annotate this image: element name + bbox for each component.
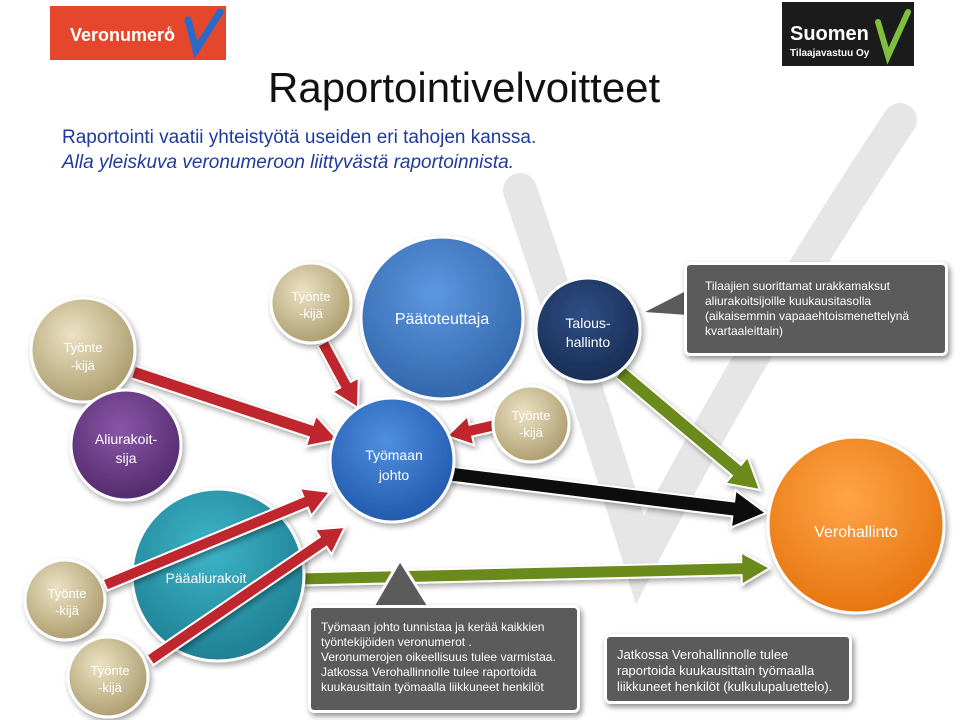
worker-node-top-label-2: -kijä	[299, 306, 324, 321]
logo-left-text: Veronumero	[70, 25, 175, 45]
site-callout-line: Työmaan johto tunnistaa ja kerää kaikkie…	[321, 620, 545, 634]
worker-node-top-label-1: Työnte	[291, 289, 330, 304]
finance-callout-line: aliurakoitsijoille kuukausitasolla	[705, 294, 872, 308]
site-callout-line: Jatkossa Verohallinnolle tulee raportoid…	[321, 665, 537, 679]
worker-node-left-top-label-2: -kijä	[71, 358, 96, 373]
site-callout-line: työntekijöiden veronumerot .	[321, 635, 472, 649]
logo-right-line1: Suomen	[790, 23, 869, 45]
site-callout: Työmaan johto tunnistaa ja kerää kaikkie…	[308, 605, 580, 713]
arrow-site-to-tax	[447, 465, 769, 530]
finance-callout-line: Tilaajien suorittamat urakkamaksut	[705, 279, 890, 293]
tax-callout-line: liikkuneet henkilöt (kulkulupaluettelo).	[617, 679, 833, 694]
check-icon	[184, 8, 224, 59]
site-management-node-label-2: johto	[378, 467, 410, 483]
tax-callout-line: Jatkossa Verohallinnolle tulee	[617, 647, 789, 662]
arrow-worker-top-to-site	[316, 338, 360, 410]
subcontractor-node	[69, 388, 183, 502]
worker-node-mid	[491, 384, 571, 464]
site-management-node-label-1: Työmaan	[365, 447, 423, 463]
site-management-node	[328, 396, 456, 524]
worker-node-left-top	[29, 296, 137, 404]
tax-admin-node	[766, 435, 946, 615]
tilaajavastuu-logo: Suomen Tilaajavastuu Oy	[782, 2, 914, 66]
worker-node-mid-label-2: -kijä	[519, 425, 544, 440]
worker-node-bottom-left-label-1: Työnte	[47, 586, 86, 601]
check-icon	[875, 9, 911, 65]
worker-node-bottom-left	[23, 558, 107, 642]
finance-callout-line: (aikaisemmin vapaaehtoismenettelynä	[705, 309, 910, 323]
arrow-main-to-tax	[298, 550, 773, 587]
client-node	[359, 235, 525, 401]
arrow-worker-to-site	[129, 364, 340, 448]
logo-left-suffix: fi	[167, 26, 172, 37]
tax-admin-node-label: Verohallinto	[814, 524, 898, 541]
worker-node-mid-label-1: Työnte	[511, 408, 550, 423]
subcontractor-node-label-1: Aliurakoit-	[95, 431, 158, 447]
arrow-worker-bottom-to-site	[145, 525, 347, 667]
arrow-worker-bl-to-site	[101, 486, 332, 592]
finance-node	[534, 276, 642, 384]
subtitle-1: Raportointi vaatii yhteistyötä useiden e…	[62, 127, 537, 148]
worker-node-top	[269, 261, 353, 345]
finance-node-label-1: Talous-	[565, 315, 610, 331]
site-callout-line: kuukausittain työmaalla liikkuneet henki…	[321, 680, 544, 694]
worker-node-left-top-label-1: Työnte	[63, 340, 102, 355]
tax-callout: Jatkossa Verohallinnolle tulee raportoid…	[604, 634, 852, 704]
worker-node-bottom-left-label-2: -kijä	[55, 603, 80, 618]
finance-callout: Tilaajien suorittamat urakkamaksut aliur…	[684, 262, 948, 356]
site-callout-line: Veronumerojen oikeellisuus tulee varmist…	[321, 650, 556, 664]
finance-node-label-2: hallinto	[566, 334, 611, 350]
veronumero-logo: Veronumero fi	[50, 6, 226, 60]
worker-node-bottom-label-1: Työnte	[90, 663, 129, 678]
page-title: Raportointivelvoitteet	[268, 64, 661, 111]
arrow-finance-to-tax	[614, 365, 762, 492]
worker-node-bottom-label-2: -kijä	[98, 680, 123, 695]
subcontractor-node-label-2: sija	[115, 450, 136, 466]
finance-callout-line: kvartaaleittain)	[705, 324, 784, 338]
main-contractor-node-label: Pääaliurakoit	[166, 570, 247, 586]
finance-callout-pointer	[645, 290, 688, 315]
logo-right-line2: Tilaajavastuu Oy	[790, 48, 870, 59]
client-node-label: Päätoteuttaja	[395, 311, 489, 328]
subtitle-2: Alla yleiskuva veronumeroon liittyvästä …	[62, 152, 514, 173]
tax-callout-line: raportoida kuukausittain työmaalla	[617, 663, 815, 678]
worker-node-bottom	[66, 635, 150, 719]
